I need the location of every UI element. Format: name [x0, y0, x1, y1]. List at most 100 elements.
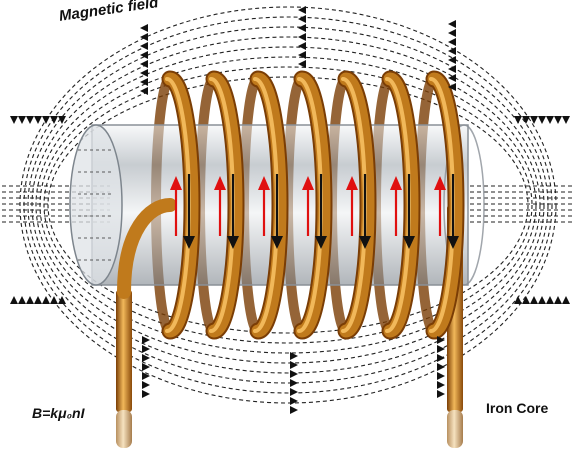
- field-arrow-top: [448, 65, 456, 73]
- current-arrow-up-head: [170, 176, 182, 190]
- current-arrow-down-head: [271, 236, 283, 249]
- field-arrow-left: [42, 116, 50, 124]
- field-direction-arrows: [10, 6, 570, 414]
- field-arrow-bottom: [290, 388, 298, 396]
- left-lead-tip: [116, 410, 132, 448]
- field-arrow-left: [34, 116, 42, 124]
- left-lead-bend: [117, 198, 177, 299]
- field-arrow-right: [522, 296, 530, 304]
- field-arrow-bottom: [290, 397, 298, 405]
- current-arrow-up-head: [346, 176, 358, 190]
- field-arrow-bottom: [437, 345, 445, 353]
- field-arrow-left: [18, 296, 26, 304]
- field-arrow-top: [298, 51, 306, 59]
- field-arrow-left: [42, 296, 50, 304]
- field-arrow-left: [50, 296, 58, 304]
- left-lead: [116, 290, 132, 412]
- field-arrow-right: [538, 296, 546, 304]
- field-arrow-bottom: [290, 361, 298, 369]
- field-arrow-bottom: [437, 381, 445, 389]
- field-arrow-bottom: [142, 390, 150, 398]
- field-arrow-top: [448, 29, 456, 37]
- current-arrow-down-head: [447, 236, 459, 249]
- field-arrow-left: [34, 296, 42, 304]
- field-arrow-bottom: [437, 336, 445, 344]
- field-arrow-bottom: [290, 370, 298, 378]
- field-arrow-top: [298, 42, 306, 50]
- current-arrow-up-head: [214, 176, 226, 190]
- field-arrow-right: [546, 296, 554, 304]
- field-arrow-top: [140, 42, 148, 50]
- field-arrow-top: [448, 20, 456, 28]
- field-arrow-top: [448, 74, 456, 82]
- field-arrow-bottom: [290, 352, 298, 360]
- field-arrow-right: [530, 116, 538, 124]
- field-arrow-bottom: [437, 354, 445, 362]
- field-arrow-left: [58, 296, 66, 304]
- current-arrow-down-head: [183, 236, 195, 249]
- field-arrow-bottom: [142, 345, 150, 353]
- field-arrow-left: [58, 116, 66, 124]
- field-line-outer: [31, 36, 545, 374]
- field-arrow-bottom: [437, 363, 445, 371]
- field-arrow-bottom: [290, 379, 298, 387]
- field-arrow-left: [10, 116, 18, 124]
- field-arrow-right: [554, 296, 562, 304]
- coil-front-turn: [383, 72, 419, 338]
- current-arrow-up-head: [258, 176, 270, 190]
- coil-front-turn: [207, 72, 243, 338]
- coil-front-turn: [427, 72, 463, 338]
- field-line-outer: [47, 76, 529, 334]
- coil-front-turn: [339, 72, 375, 338]
- coil-front-turn: [251, 72, 287, 338]
- field-arrow-top: [140, 51, 148, 59]
- field-line-outer: [43, 66, 533, 344]
- current-arrow-up-head: [390, 176, 402, 190]
- field-arrow-bottom: [142, 363, 150, 371]
- field-arrow-top: [448, 83, 456, 91]
- field-arrow-top: [298, 6, 306, 14]
- field-arrow-top: [448, 38, 456, 46]
- field-arrow-top: [140, 33, 148, 41]
- field-arrow-right: [562, 116, 570, 124]
- field-arrow-top: [140, 69, 148, 77]
- field-formula-label: B=kμ₀nI: [32, 405, 85, 421]
- current-arrow-down-head: [403, 236, 415, 249]
- field-arrow-left: [26, 296, 34, 304]
- field-arrow-top: [298, 33, 306, 41]
- field-arrow-top: [298, 24, 306, 32]
- coil-front-turns: [161, 70, 465, 340]
- current-arrow-up-head: [434, 176, 446, 190]
- field-arrow-top: [298, 15, 306, 23]
- field-arrow-left: [18, 116, 26, 124]
- field-arrow-bottom: [437, 372, 445, 380]
- field-arrow-right: [514, 116, 522, 124]
- core-right-rim: [443, 124, 485, 286]
- iron-core-label: Iron Core: [486, 400, 549, 416]
- right-lead-tip: [447, 410, 463, 448]
- field-arrow-top: [448, 56, 456, 64]
- magnetic-field-lines: [2, 6, 575, 404]
- field-arrow-top: [140, 87, 148, 95]
- coil-front-turn: [163, 72, 199, 338]
- field-arrow-top: [140, 24, 148, 32]
- field-arrow-top: [140, 60, 148, 68]
- field-arrow-right: [522, 116, 530, 124]
- field-arrow-right: [554, 116, 562, 124]
- field-arrow-right: [546, 116, 554, 124]
- field-arrow-right: [538, 116, 546, 124]
- current-arrows: [170, 174, 459, 249]
- current-arrow-down-head: [227, 236, 239, 249]
- field-arrow-right: [514, 296, 522, 304]
- field-arrow-right: [562, 296, 570, 304]
- current-arrow-down-head: [315, 236, 327, 249]
- field-arrow-top: [298, 60, 306, 68]
- field-arrow-bottom: [142, 336, 150, 344]
- field-arrow-top: [140, 78, 148, 86]
- field-arrow-right: [530, 296, 538, 304]
- field-arrow-left: [26, 116, 34, 124]
- coil-front-turn: [295, 72, 331, 338]
- field-line-outer: [27, 26, 549, 384]
- current-arrow-down-head: [359, 236, 371, 249]
